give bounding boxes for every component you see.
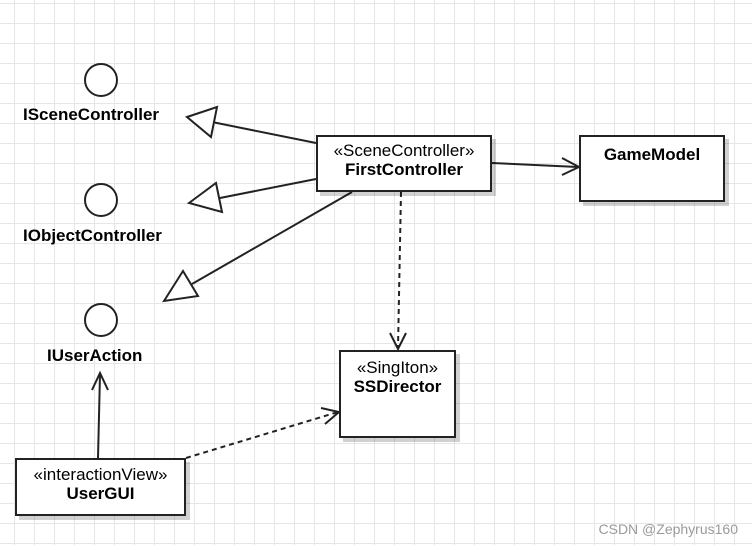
gamemodel-class-box[interactable]: GameModel — [579, 135, 725, 202]
usergui-stereotype: «interactionView» — [33, 465, 168, 484]
dependency-arrowhead-usergui-ssdirector — [320, 407, 342, 425]
usergui-name: UserGUI — [66, 484, 135, 503]
realization-line-iobjectcontroller[interactable] — [219, 178, 317, 199]
gamemodel-name: GameModel — [603, 145, 701, 164]
dependency-line-firstcontroller-ssdirector[interactable] — [397, 191, 402, 349]
usergui-class-box[interactable]: «interactionView» UserGUI — [15, 458, 186, 516]
ssdirector-stereotype: «SingIton» — [356, 358, 439, 377]
association-line-iuseraction[interactable] — [97, 373, 101, 459]
csdn-watermark: CSDN @Zephyrus160 — [598, 521, 739, 537]
iobjectcontroller-label: IObjectController — [23, 226, 162, 245]
realization-arrowhead-iuseraction — [161, 269, 200, 303]
ssdirector-name: SSDirector — [353, 377, 442, 396]
iscenecontroller-interface-icon[interactable] — [84, 63, 118, 97]
firstcontroller-class-box[interactable]: «SceneController» FirstController — [316, 135, 492, 192]
iuseraction-interface-icon[interactable] — [84, 303, 118, 337]
iuseraction-label: IUserAction — [47, 346, 143, 365]
dependency-arrowhead-firstcontroller-ssdirector — [389, 332, 407, 352]
realization-line-iscenecontroller[interactable] — [211, 121, 317, 144]
realization-arrowhead-iobjectcontroller — [186, 181, 224, 214]
iobjectcontroller-interface-icon[interactable] — [84, 183, 118, 217]
firstcontroller-stereotype: «SceneController» — [333, 141, 475, 160]
ssdirector-class-box[interactable]: «SingIton» SSDirector — [339, 350, 456, 438]
realization-arrowhead-iscenecontroller — [184, 105, 219, 139]
association-line-gamemodel[interactable] — [491, 162, 579, 168]
dependency-line-usergui-ssdirector[interactable] — [185, 411, 339, 459]
realization-line-iuseraction[interactable] — [191, 191, 353, 285]
iscenecontroller-label: ISceneController — [23, 105, 160, 124]
association-arrowhead-iuseraction — [91, 370, 109, 391]
firstcontroller-name: FirstController — [344, 160, 464, 179]
